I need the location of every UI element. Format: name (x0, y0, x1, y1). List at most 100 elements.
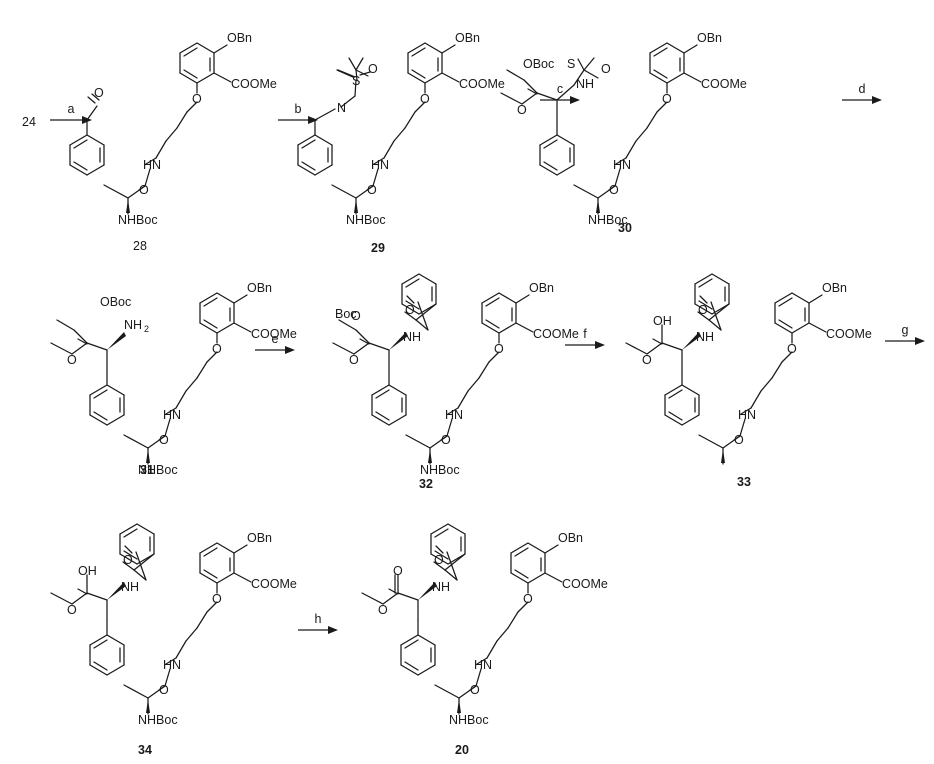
bond (527, 542, 546, 554)
bond (666, 72, 685, 84)
bond (372, 168, 379, 187)
bond (355, 329, 370, 344)
arrow-head (328, 626, 338, 634)
bond (147, 685, 166, 699)
reaction-arrow-g: g (885, 323, 925, 345)
bond (196, 361, 208, 379)
atom-label-ester: COOMe (251, 327, 297, 341)
bond (653, 47, 668, 57)
bond (710, 301, 722, 331)
atom-label-ester: COOMe (251, 577, 297, 591)
arrow-head (308, 116, 318, 124)
bond (314, 164, 333, 176)
atom-label-obn: OBn (247, 281, 272, 295)
bond (144, 168, 151, 187)
bond (77, 588, 88, 595)
bond (429, 435, 448, 449)
arrow-head (595, 341, 605, 349)
bond (698, 300, 713, 310)
bond (216, 572, 235, 584)
compound-number-29: 29 (371, 241, 385, 255)
bond (233, 544, 248, 554)
bond (808, 322, 827, 333)
atom-label-nh: NH (403, 330, 421, 344)
bond (89, 634, 108, 646)
bond (666, 42, 685, 54)
bond (373, 157, 385, 165)
bond (73, 161, 88, 171)
bond (89, 384, 108, 396)
bond (441, 44, 456, 54)
atom-label-nhboc: NHBoc (138, 713, 178, 727)
bond (203, 569, 218, 579)
bond (206, 351, 218, 363)
stereo-wedge (682, 332, 701, 350)
atom-label-obn: OBn (822, 281, 847, 295)
bond (536, 92, 558, 101)
atom-label-amide-o: O (609, 183, 619, 197)
bond (544, 572, 563, 583)
arrow-head (570, 96, 580, 104)
bond (406, 295, 415, 304)
bond (301, 139, 316, 149)
bond (404, 661, 419, 671)
bond (133, 569, 147, 581)
arrow-head (915, 337, 925, 345)
atom-label-o-ether: O (787, 342, 797, 356)
atom-label-amide-nh: HN (371, 158, 389, 172)
bond (446, 418, 453, 437)
bond (340, 95, 356, 108)
bond (164, 418, 171, 437)
atom-label-sulfinyl-o: O (601, 62, 611, 76)
bond (447, 407, 459, 415)
bond (216, 542, 235, 554)
bond (175, 640, 187, 659)
bond (424, 72, 443, 84)
bond (400, 634, 419, 646)
bond (521, 92, 538, 105)
bond (583, 69, 599, 79)
atom-label-amide-o: O (441, 433, 451, 447)
bond (86, 592, 108, 601)
bond (694, 273, 713, 285)
compound-number-33: 33 (737, 475, 751, 489)
bond (73, 139, 88, 149)
bond (297, 134, 316, 146)
bond (446, 551, 458, 581)
bond (683, 72, 702, 83)
atom-label-obn: OBn (247, 531, 272, 545)
bond (183, 47, 198, 57)
atom-label-amide-nh: HN (738, 408, 756, 422)
bond (435, 545, 444, 554)
atom-label-nh2-sub: 2 (144, 324, 149, 334)
bond (122, 561, 135, 571)
bond (649, 72, 668, 84)
bond (411, 47, 426, 57)
molecules-layer: OBnCOOMeOHNONHBocO28OBnCOOMeOHNONHBocSON… (50, 31, 872, 757)
atom-label-o-ether: O (192, 92, 202, 106)
bond (447, 553, 466, 565)
bond (774, 322, 793, 334)
bond (523, 79, 538, 94)
stereo-wedge (107, 332, 126, 350)
bond (383, 140, 395, 159)
reaction-arrow-a: a (50, 102, 92, 124)
bond (417, 301, 429, 331)
stereo-wedge (428, 449, 432, 463)
bond (697, 311, 710, 321)
bond (86, 134, 105, 146)
bond (355, 69, 369, 77)
bond (417, 664, 436, 676)
atom-label-aldehyde-o: O (94, 86, 104, 100)
bond (332, 342, 355, 355)
bond (314, 108, 336, 121)
bond (354, 79, 357, 97)
atom-label-oboc: OBoc (100, 295, 131, 309)
bond (646, 111, 658, 129)
